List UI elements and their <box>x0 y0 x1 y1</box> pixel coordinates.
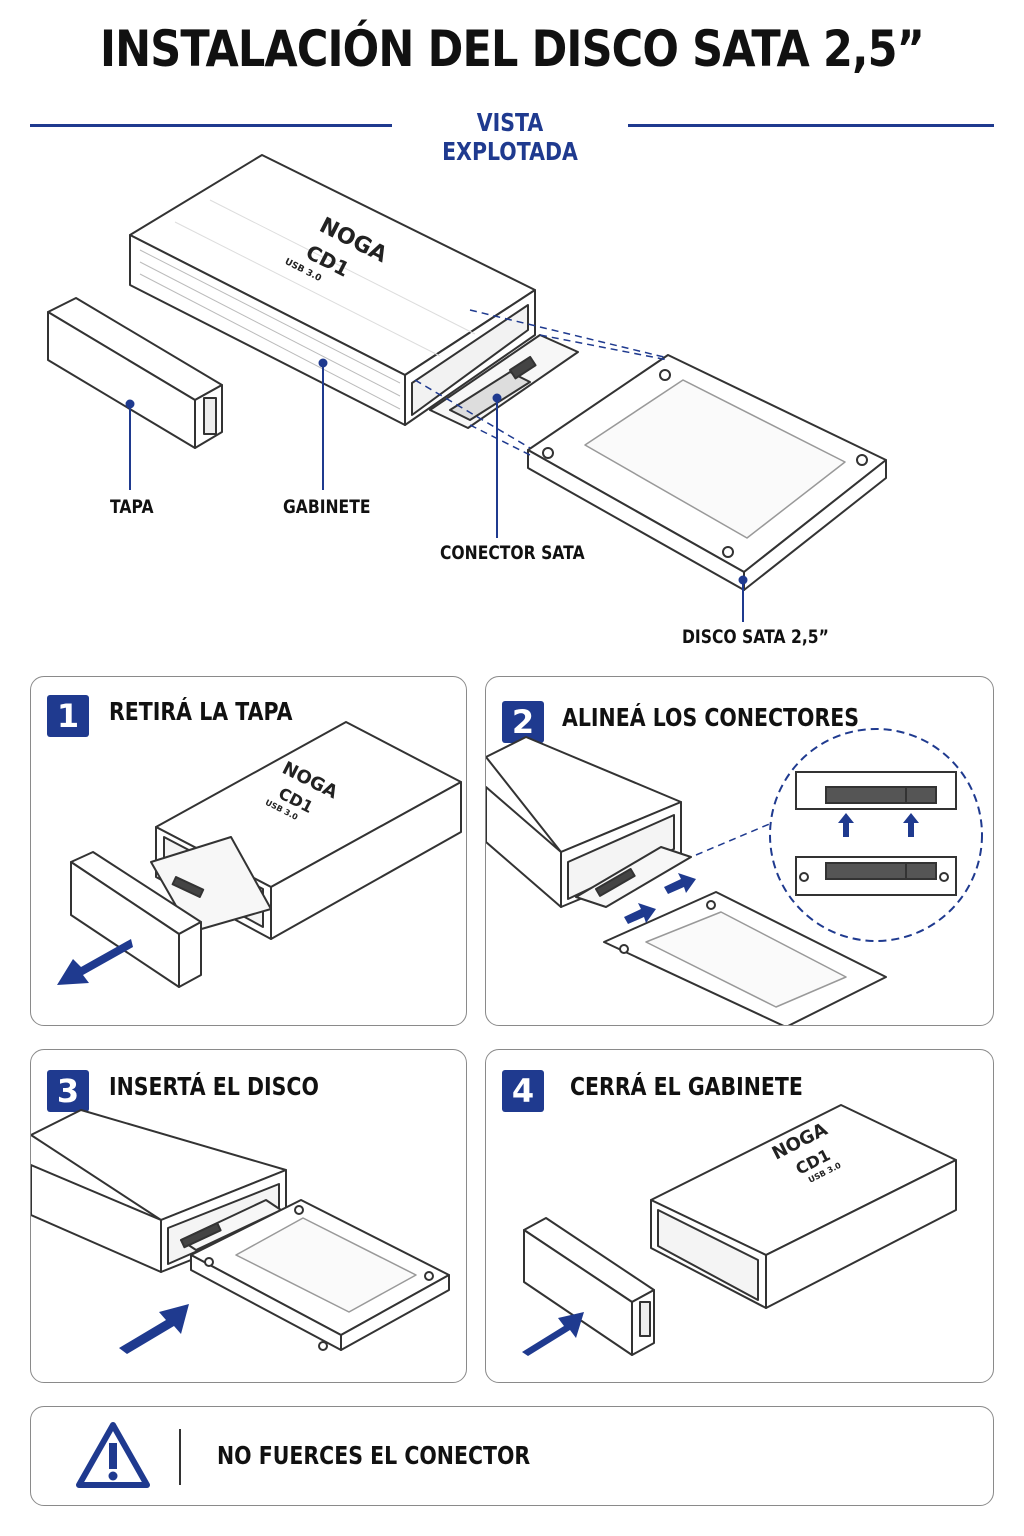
close-arrow-icon <box>522 1312 584 1356</box>
sata-connector-board <box>429 334 579 429</box>
step-2-illustration <box>486 728 983 1025</box>
divider-left <box>30 124 392 127</box>
warning-triangle-icon <box>76 1422 150 1488</box>
step-4-illustration: NOGA CD1 USB 3.0 <box>522 1104 957 1356</box>
warning-divider <box>179 1429 181 1485</box>
label-disk: DISCO SATA 2,5” <box>682 626 829 648</box>
label-cover: TAPA <box>110 496 154 518</box>
label-enclosure: GABINETE <box>283 496 371 518</box>
step-2-panel: 2 ALINEÁ LOS CONECTORES <box>485 676 994 1026</box>
connector-detail-callout <box>769 728 983 942</box>
step-3-illustration <box>31 1109 450 1354</box>
step-3-panel: 3 INSERTÁ EL DISCO <box>30 1049 467 1383</box>
section-header: VISTA EXPLOTADA <box>30 108 994 166</box>
step-4-number: 4 <box>502 1070 544 1112</box>
cover-shape <box>47 297 223 449</box>
label-connector: CONECTOR SATA <box>440 542 585 564</box>
step-3-number: 3 <box>47 1070 89 1112</box>
page-title: INSTALACIÓN DEL DISCO SATA 2,5” <box>99 20 925 78</box>
enclosure-shape <box>129 154 536 426</box>
step-2-number: 2 <box>502 701 544 743</box>
insert-arrow-icon <box>119 1304 189 1354</box>
exploded-view-illustration: NOGA CD1 USB 3.0 <box>47 154 887 622</box>
divider-right <box>628 124 994 127</box>
step-4-panel: 4 CERRÁ EL GABINETE NOGA CD1 USB 3.0 <box>485 1049 994 1383</box>
step-1-number: 1 <box>47 695 89 737</box>
disk-shape <box>527 354 887 591</box>
warning-panel: NO FUERCES EL CONECTOR <box>30 1406 994 1506</box>
step-3-title: INSERTÁ EL DISCO <box>109 1072 319 1101</box>
step-4-title: CERRÁ EL GABINETE <box>570 1072 803 1101</box>
step-2-title: ALINEÁ LOS CONECTORES <box>562 703 860 732</box>
step-1-illustration: NOGA CD1 USB 3.0 <box>57 721 462 988</box>
warning-text: NO FUERCES EL CONECTOR <box>217 1441 531 1470</box>
step-1-title: RETIRÁ LA TAPA <box>109 697 293 726</box>
step-1-panel: 1 RETIRÁ LA TAPA NOGA CD1 USB 3.0 <box>30 676 467 1026</box>
section-subtitle: VISTA EXPLOTADA <box>442 108 578 166</box>
remove-arrow-icon <box>57 939 133 985</box>
